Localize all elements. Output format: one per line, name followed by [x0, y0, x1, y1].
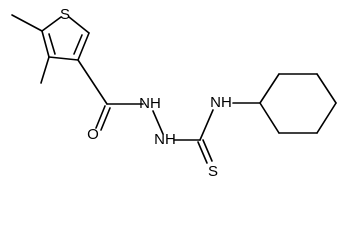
methyl-groups [11, 14, 50, 84]
bond-carbonyl-double-o-b [100, 107, 111, 131]
bond-cy-1 [259, 73, 280, 104]
bond-c5-s1 [68, 16, 90, 34]
bond-carbonyl-double-o-a [95, 105, 106, 129]
bond-c2-methyl [11, 14, 43, 32]
carbonyl-oxygen-label: O [87, 126, 99, 143]
bond-s1-c2 [41, 16, 62, 32]
thiophene-sulfur-label: S [60, 6, 70, 23]
molecule-diagram: S O NH NH NH S [11, 6, 337, 180]
bond-thiourea-c-nh [199, 109, 214, 141]
cyclohexane-ring [259, 73, 337, 134]
hydrazide-nh-lower-label: NH [154, 131, 176, 148]
hydrazide-nh-upper-label: NH [139, 95, 161, 112]
bond-c2-c3 [41, 30, 50, 58]
bond-cy-3 [316, 73, 337, 104]
thioamide-nh-label: NH [210, 94, 232, 111]
bond-cy-6 [259, 102, 280, 134]
thiourea-group [197, 102, 261, 164]
bond-c4-carbonyl-c [77, 59, 108, 105]
bond-thiourea-c-s-b [202, 139, 213, 162]
bond-inner-double-right [73, 34, 83, 55]
thione-sulfur-label: S [208, 163, 218, 180]
bond-c3-methyl [40, 56, 50, 84]
bond-cy-4 [316, 102, 337, 134]
bond-c4-c5 [77, 32, 90, 61]
thiophene-ring [41, 16, 90, 61]
hydrazide-chain [77, 59, 201, 141]
bond-inner-double-left [48, 33, 56, 55]
bond-thiourea-c-s-a [197, 141, 208, 164]
bond-nh1-nh2 [152, 110, 164, 135]
bond-c3-c4 [48, 56, 79, 61]
